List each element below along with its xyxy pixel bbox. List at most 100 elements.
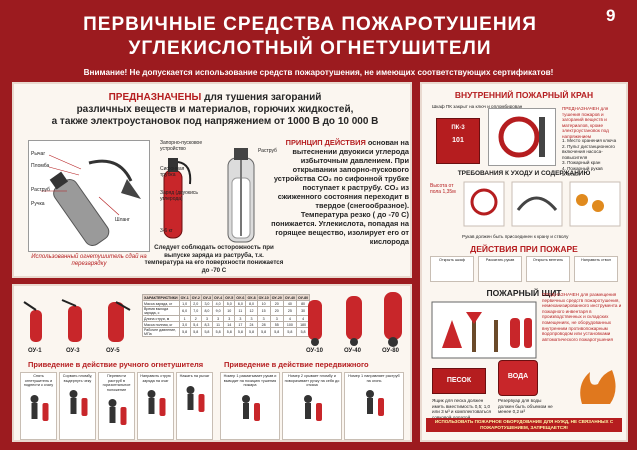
model-ou1: ОУ-1	[28, 348, 42, 354]
instruction-step: Номер 1 разматывает рукав и выводит на п…	[220, 372, 280, 440]
water-barrel: ВОДА	[498, 360, 538, 396]
instruction-illustration	[69, 390, 88, 417]
label-siphon: Сифонная трубка	[160, 166, 185, 178]
table-row-header: Рабочее давление, МПа	[142, 327, 180, 337]
purpose-line3: а также электроустановок под напряжением…	[51, 116, 379, 127]
water-note: Резервуар для воды должен быть объемом н…	[498, 398, 553, 415]
fire-board-illustration	[431, 301, 537, 359]
hose-reel-illustration	[498, 116, 545, 158]
table-cell: 5,8	[212, 327, 225, 337]
hose-reel-diagram	[488, 108, 556, 166]
table-cell: 11	[234, 306, 247, 316]
cutaway-illustration	[227, 148, 255, 243]
instruction-step-text: Сорвать пломбу, выдернуть чеку	[62, 374, 93, 383]
fire-action-text: Направить ствол	[581, 258, 611, 262]
table-cell: 5,8	[178, 327, 191, 337]
table-cell: 5,8	[234, 327, 247, 337]
instruction-step-text: Перевести раструб в горизонтальное полож…	[102, 374, 131, 392]
hydrant-panel: ВНУТРЕННИЙ ПОЖАРНЫЙ КРАН Шкаф ПК закрыт …	[420, 82, 628, 442]
cabinet-note: Шкаф ПК закрыт на ключ и опломбирован	[432, 104, 523, 109]
instruction-step-text: Снять огнетушитель и поднести к очагу	[23, 374, 54, 388]
table-cell: 5,8	[200, 327, 214, 337]
purpose-text: ПРЕДНАЗНАЧЕНЫ для тушения загораний разл…	[40, 92, 390, 128]
purpose-line2: различных веществ и материалов, горючих …	[76, 104, 354, 115]
hydrant-parts: 1. Место хранения ключа 2. Пульт дистанц…	[562, 138, 626, 177]
page-title-line1: ПЕРВИЧНЫЕ СРЕДСТВА ПОЖАРОТУШЕНИЯ	[83, 14, 537, 35]
table-cell: 20	[269, 306, 284, 316]
mobile-extinguishers-icon	[308, 292, 402, 347]
table-cell: 9,0	[212, 306, 225, 316]
part-5: 5. Ствол	[562, 171, 581, 177]
table-cell: 8,0	[200, 306, 214, 316]
label-lever: Рычаг	[31, 151, 46, 157]
purpose-panel: ПРЕДНАЗНАЧЕНЫ для тушения загораний разл…	[12, 82, 412, 278]
purpose-lead: ПРЕДНАЗНАЧЕНЫ	[108, 92, 202, 103]
instruction-illustration	[304, 394, 322, 421]
label-handle: Ручка	[31, 201, 45, 207]
instruction-step-text: Номер 2 срывает пломбу и поворачивает ру…	[284, 374, 340, 388]
hydrant-purpose: ПРЕДНАЗНАЧЕН для тушения пожаров и загор…	[562, 106, 609, 139]
instruction-step: Сорвать пломбу, выдернуть чеку	[59, 372, 96, 440]
instruction-step-text: Номер 1 разматывает рукав и выводит на п…	[223, 374, 277, 388]
table-cell: 6,0	[178, 306, 191, 316]
principle-heading: ПРИНЦИП ДЕЙСТВИЯ	[285, 138, 366, 147]
label-cutaway-nozzle: Раструб	[258, 148, 277, 154]
table-cell: 15	[256, 306, 271, 316]
instruction-illustration	[366, 390, 384, 417]
instruction-illustration	[108, 399, 127, 426]
table-cell: 5,8	[223, 327, 236, 337]
action-title: ДЕЙСТВИЯ ПРИ ПОЖАРЕ	[470, 244, 578, 254]
instruction-step: Перевести раструб в горизонтальное полож…	[98, 372, 135, 440]
care-illustrations	[463, 181, 621, 227]
sand-box: ПЕСОК	[432, 368, 486, 394]
page-title-line2: УГЛЕКИСЛОТНЫЙ ОГНЕТУШИТЕЛИ	[128, 38, 492, 59]
instruction-illustration	[30, 394, 49, 421]
sand-note: Ящик для песка должен иметь вместимость …	[432, 398, 492, 420]
label-hose: Шланг	[115, 217, 130, 223]
instruction-illustration	[242, 394, 260, 421]
certificate-warning: Внимание! Не допускается использование с…	[83, 68, 554, 77]
small-extinguishers-icon	[23, 299, 131, 342]
care-title: ТРЕБОВАНИЯ К УХОДУ И СОДЕРЖАНИЮ	[457, 170, 591, 177]
fire-action-text: Открыть шкаф	[439, 258, 465, 262]
fire-action-step: Открыть шкаф	[430, 256, 474, 282]
table-cell: 5,8	[256, 327, 271, 337]
model-ou40: ОУ-40	[344, 348, 361, 354]
table-cell: 5,8	[189, 327, 202, 337]
instruction-step-text: Направить струю заряда на очаг	[140, 374, 171, 383]
red-extinguisher-icon	[163, 158, 192, 239]
sand-label: ПЕСОК	[446, 377, 472, 384]
label-charge: Заряд (двуокись углерода)	[160, 190, 198, 202]
extinguisher-illustration	[41, 154, 141, 247]
label-valve: Запорно-пусковое устройство	[160, 140, 203, 152]
hydrant-title: ВНУТРЕННИЙ ПОЖАРНЫЙ КРАН	[454, 90, 594, 100]
care-text: Рукав должен быть присоединен к крану и …	[462, 234, 569, 239]
instruction-step-text: Номер 1 направляет раструб на огонь	[348, 374, 400, 383]
fire-board-title: ПОЖАРНЫЙ ЩИТ	[486, 288, 562, 298]
fire-board-description: ПРЕДНАЗНАЧЕН для размещения первичных ср…	[542, 292, 622, 342]
table-cell: 25	[282, 306, 298, 316]
height-note: Высота от пола 1,35м	[430, 183, 456, 195]
water-label: ВОДА	[507, 373, 529, 380]
label-capacity: 3-6 кг	[160, 228, 173, 234]
part-1: 1. Место хранения ключа	[562, 138, 617, 143]
part-4: 4. Пожарный рукав	[562, 165, 603, 171]
instruction-illustration	[147, 390, 166, 417]
table-row-header: Время выхода заряда, с	[142, 306, 180, 316]
model-ou10: ОУ-10	[306, 348, 323, 354]
label-pin: Пломба	[31, 163, 50, 169]
recharge-caption: Использованный огнетушитель сдай на пере…	[31, 254, 147, 267]
model-ou5: ОУ-5	[106, 348, 120, 354]
model-ou3: ОУ-3	[66, 348, 80, 354]
principle-text: ПРИНЦИП ДЕЙСТВИЯ основан на вытеснении д…	[269, 138, 409, 246]
part-2: 2. Пульт дистанционного включения насоса…	[562, 143, 615, 160]
table-cell: 7,0	[189, 306, 202, 316]
fire-action-step: Направить ствол	[574, 256, 618, 282]
model-ou80: ОУ-80	[382, 348, 399, 354]
instruction-step-text: Нажать на рычаг	[179, 374, 210, 378]
fire-action-text: Раскатать рукав	[485, 258, 515, 262]
